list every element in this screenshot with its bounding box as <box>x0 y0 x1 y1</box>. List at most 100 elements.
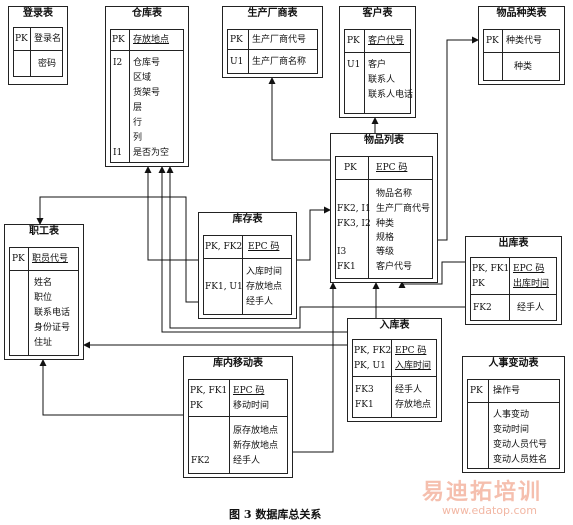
outbound-pk-field-1: 出库时间 <box>513 279 550 289</box>
login-pk-label: PK <box>15 34 28 44</box>
watermark-brand: 易迪拓培训 <box>422 480 543 505</box>
hr-change-attr-2: 变动人员代号 <box>493 440 548 450</box>
inventory-pk-label: PK, FK2 <box>205 242 243 252</box>
goods-attr-3: 规格 <box>376 233 395 243</box>
inbound-key-0: FK3 <box>355 385 374 395</box>
staff-attr-2: 联系电话 <box>34 308 71 318</box>
outbound-key-0: FK2 <box>473 303 492 313</box>
hr-change-pk-label: PK <box>470 386 483 396</box>
staff-attr-0: 姓名 <box>34 278 53 288</box>
move-attr-2: 经手人 <box>233 456 261 466</box>
goods-attr-4: 等级 <box>376 247 395 257</box>
outbound-attr-0: 经手人 <box>517 303 545 313</box>
move-table-title: 库内移动表 <box>213 358 263 369</box>
manufacturer-table-title: 生产厂商表 <box>247 8 298 19</box>
move-pk-label-0: PK, FK1 <box>190 386 228 396</box>
move-pk-field-0: EPC 码 <box>233 386 265 396</box>
inventory-key-0: FK1, U1 <box>205 282 243 292</box>
edge-outbound-to-goods <box>398 261 465 288</box>
warehouse-pk-field: 存放地点 <box>133 35 170 45</box>
warehouse-attr-4: 行 <box>133 118 143 128</box>
goods-attr-5: 客户代号 <box>376 262 413 272</box>
staff-attr-3: 身份证号 <box>34 323 71 333</box>
outbound-pk-label-0: PK, FK1 <box>472 264 510 274</box>
category-table: 物品种类表 PK 种类代号 种类 <box>478 6 565 85</box>
move-key-0: FK2 <box>191 456 210 466</box>
outbound-table-title: 出库表 <box>498 238 529 249</box>
edge-inventory-to-warehouse <box>144 166 216 261</box>
login-pk-field: 登录名 <box>34 34 62 44</box>
warehouse-attr-2: 货架号 <box>133 88 161 98</box>
warehouse-attr-3: 层 <box>133 103 143 113</box>
inbound-table-title: 入库表 <box>379 320 410 331</box>
inventory-table: 库存表 PK, FK2 EPC 码 FK1, U1 入库时间 存放地点 经手人 <box>198 212 297 319</box>
login-table: 登录表 PK 登录名 密码 <box>8 6 68 85</box>
edge-inbound-to-warehouse <box>158 166 347 333</box>
warehouse-table: 仓库表 PK 存放地点 I2 I1 仓库号 区域 货架号 层 行 列 是否为空 <box>105 6 189 167</box>
watermark-site: www.edatop.com <box>442 504 537 517</box>
category-pk-field: 种类代号 <box>506 36 543 46</box>
goods-key-3: FK1 <box>337 262 356 272</box>
warehouse-attr-6: 是否为空 <box>133 148 170 158</box>
goods-attr-1: 生产厂商代号 <box>376 204 431 214</box>
staff-table: 职工表 PK 职员代号 姓名 职位 联系电话 身份证号 住址 <box>4 224 84 360</box>
inbound-pk-label-0: PK, FK2 <box>354 346 392 356</box>
edge-move-to-goods <box>293 282 337 453</box>
staff-attr-1: 职位 <box>34 293 53 303</box>
move-attr-0: 原存放地点 <box>233 426 279 436</box>
login-attr-password: 密码 <box>38 59 57 69</box>
inbound-table: 入库表 PK, FK2 PK, U1 EPC 码 入库时间 FK3 FK1 经手… <box>347 318 442 422</box>
hr-change-table: 人事变动表 PK 操作号 人事变动 变动时间 变动人员代号 变动人员姓名 <box>462 356 565 473</box>
hr-change-pk-field: 操作号 <box>493 386 521 396</box>
goods-key-2: I3 <box>337 247 347 257</box>
edge-goods-to-manufacturer <box>268 77 330 161</box>
warehouse-pk-label: PK <box>112 35 125 45</box>
hr-change-table-title: 人事变动表 <box>488 358 539 369</box>
goods-attr-0: 物品名称 <box>376 189 413 199</box>
hr-change-attr-3: 变动人员姓名 <box>493 455 548 465</box>
customer-pk-field: 客户代号 <box>368 36 405 46</box>
warehouse-table-title: 仓库表 <box>132 8 162 19</box>
inventory-attr-1: 存放地点 <box>246 282 283 292</box>
hr-change-attr-1: 变动时间 <box>493 425 530 435</box>
edge-outbound-to-staff <box>166 166 465 329</box>
warehouse-key-i2: I2 <box>113 58 123 68</box>
edge-inventory-to-goods <box>297 206 331 261</box>
customer-attr-1: 联系人 <box>368 75 396 85</box>
move-pk-field-1: 移动时间 <box>233 401 270 411</box>
move-attr-1: 新存放地点 <box>233 441 279 451</box>
manufacturer-attr-name: 生产厂商名称 <box>252 57 307 67</box>
customer-table-title: 客户表 <box>362 8 393 19</box>
watermark: 易迪拓培训 www.edatop.com <box>420 474 570 522</box>
warehouse-attr-5: 列 <box>133 133 143 143</box>
goods-pk-label: PK <box>344 163 357 173</box>
manufacturer-pk-field: 生产厂商代号 <box>252 35 307 45</box>
inventory-pk-field: EPC 码 <box>248 242 280 252</box>
goods-pk-field: EPC 码 <box>376 163 408 173</box>
staff-attr-4: 住址 <box>34 338 53 348</box>
category-pk-label: PK <box>486 36 499 46</box>
customer-pk-label: PK <box>347 36 360 46</box>
outbound-table: 出库表 PK, FK1 PK EPC 码 出库时间 FK2 经手人 <box>465 236 562 325</box>
goods-key-1: FK3, I2 <box>337 219 371 229</box>
staff-pk-field: 职员代号 <box>32 254 69 264</box>
figure-caption: 图 3 数据库总关系 <box>229 508 322 521</box>
hr-change-attr-0: 人事变动 <box>493 410 530 420</box>
goods-table-title: 物品列表 <box>364 135 404 146</box>
outbound-pk-field-0: EPC 码 <box>513 264 545 274</box>
move-pk-label-1: PK <box>190 401 203 411</box>
inbound-attr-1: 存放地点 <box>395 400 432 410</box>
login-table-title: 登录表 <box>23 8 53 19</box>
inbound-attr-0: 经手人 <box>395 385 423 395</box>
warehouse-key-i1: I1 <box>113 148 123 158</box>
outbound-pk-label-1: PK <box>472 279 485 289</box>
customer-key-u1: U1 <box>347 60 361 70</box>
customer-attr-0: 客户 <box>368 60 387 70</box>
customer-table: 客户表 PK 客户代号 U1 客户 联系人 联系人电话 <box>339 6 416 118</box>
staff-pk-label: PK <box>12 254 25 264</box>
edge-goods-to-category <box>438 36 479 241</box>
category-attr-0: 种类 <box>514 62 533 72</box>
manufacturer-key-u1: U1 <box>230 57 244 67</box>
